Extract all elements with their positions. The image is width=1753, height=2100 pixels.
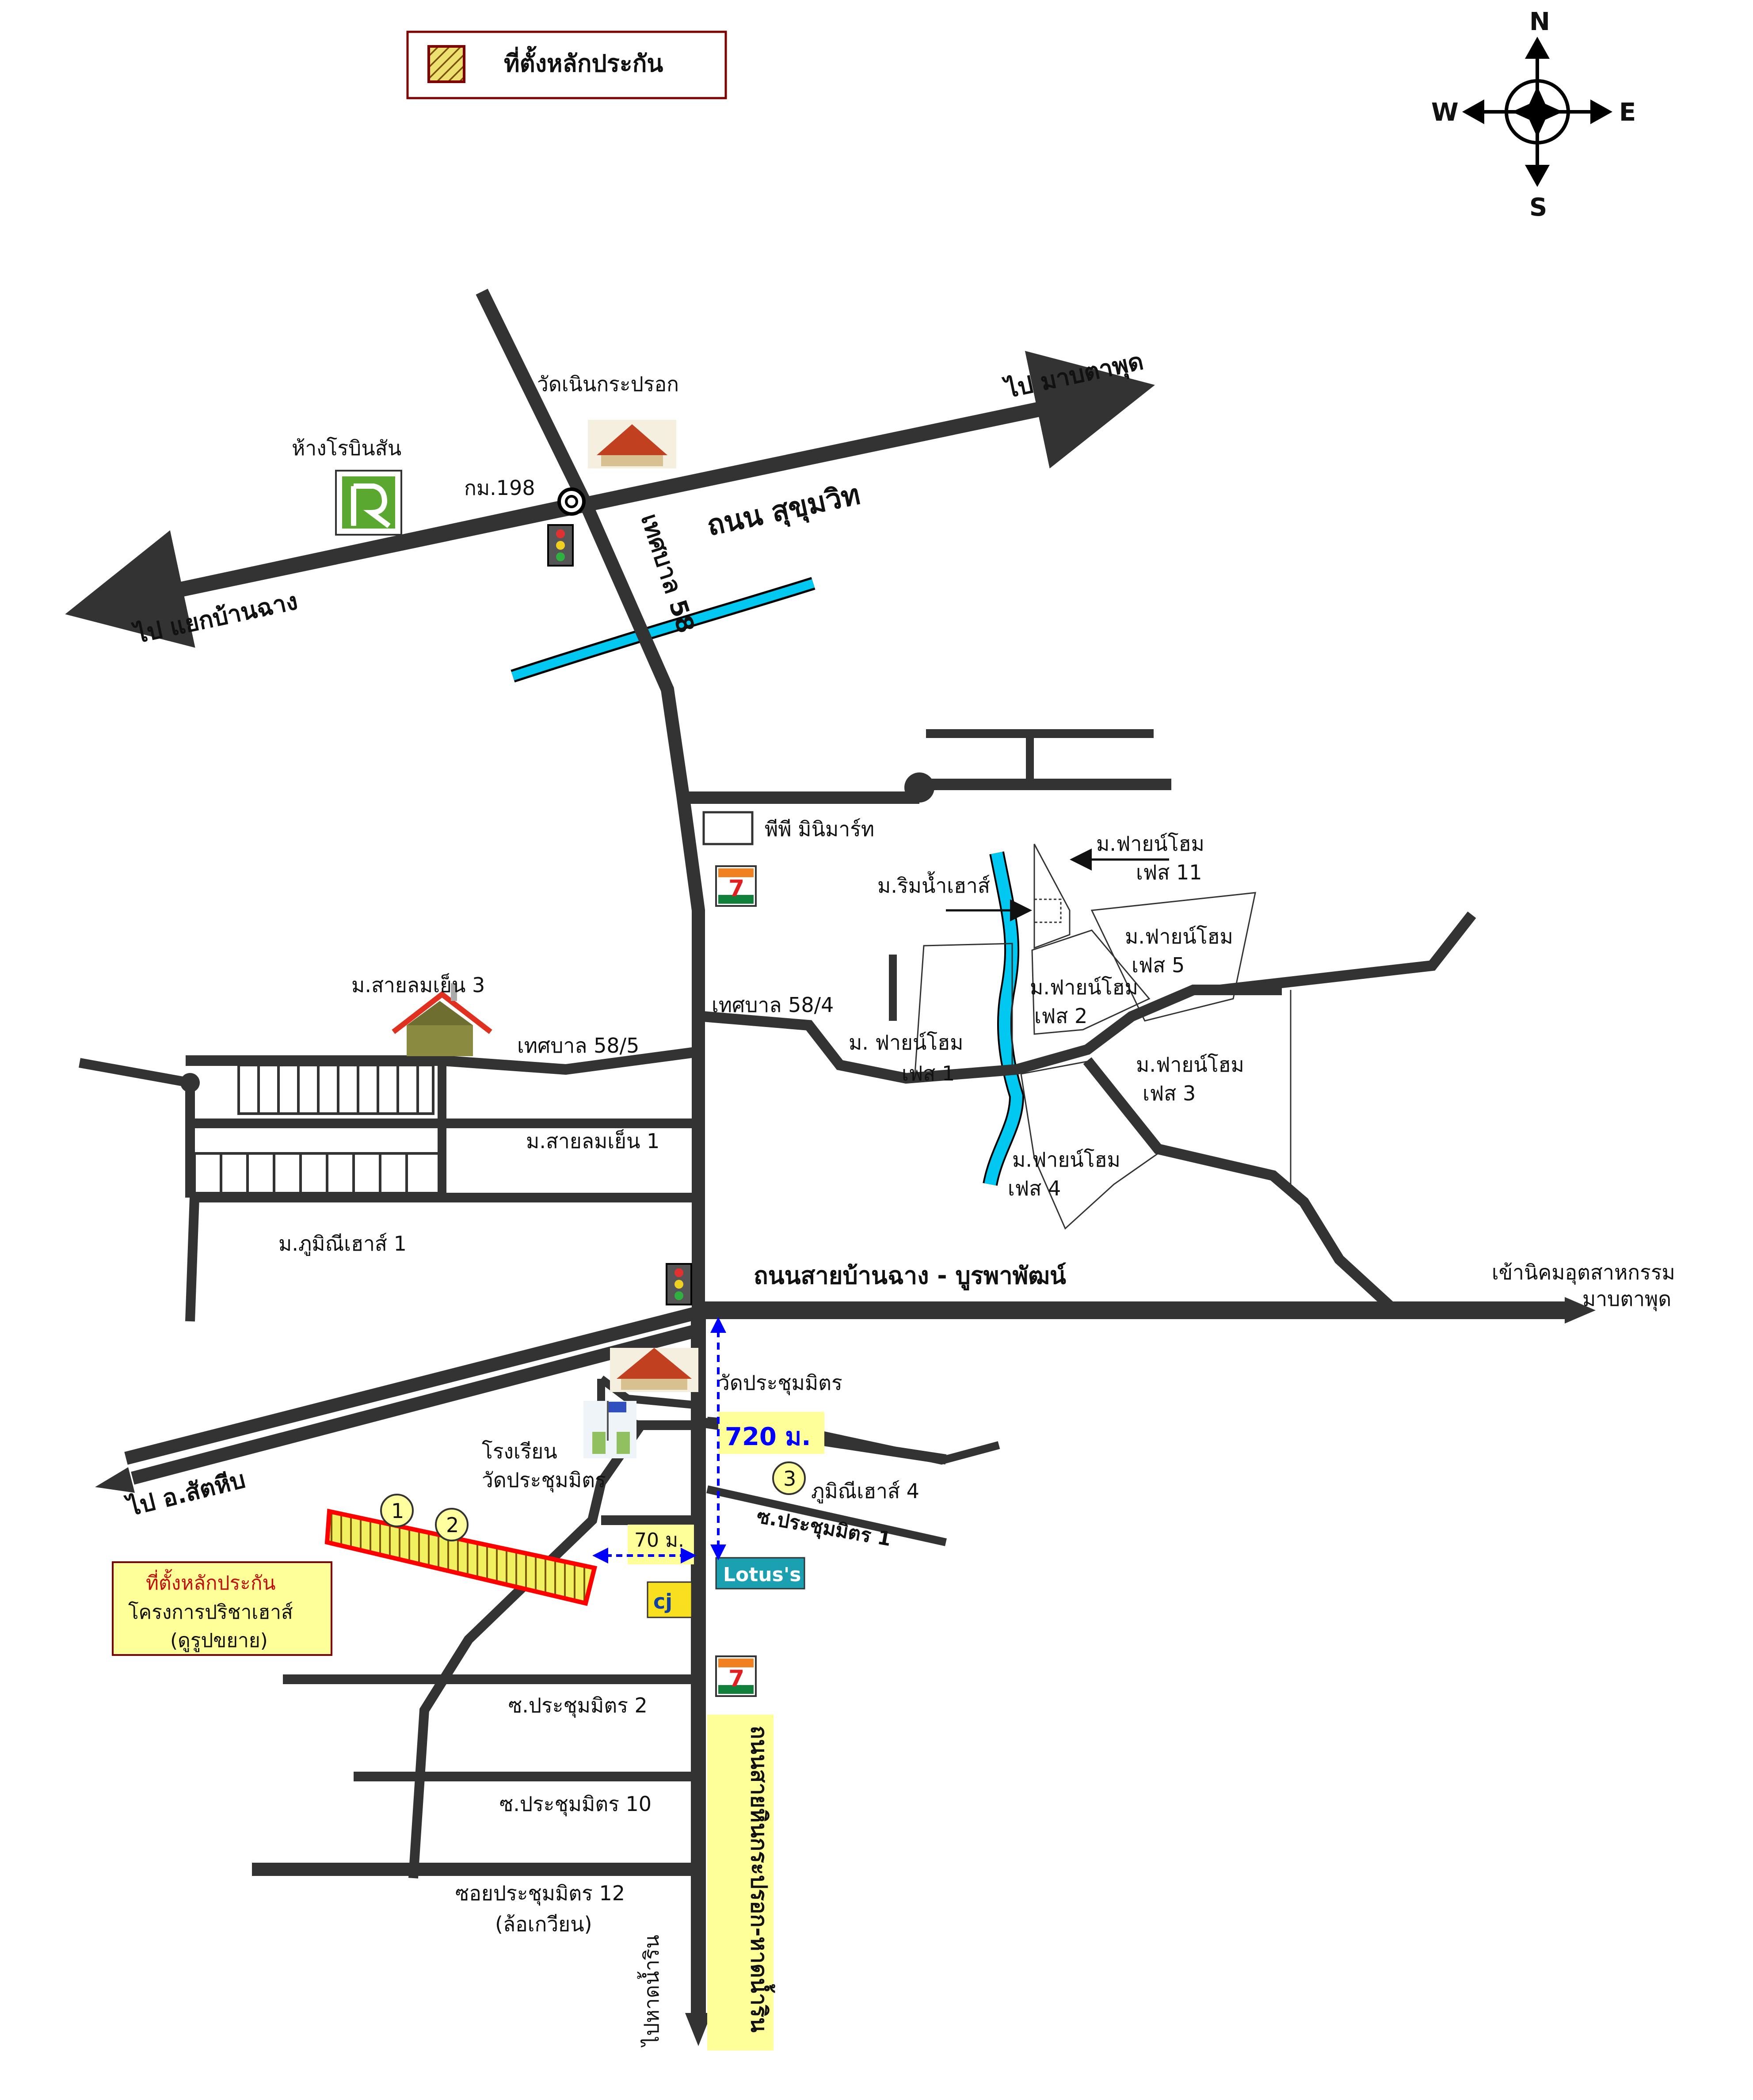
label-to-ban-chang: ไป แยกบ้านฉาง xyxy=(130,587,300,649)
school-icon xyxy=(583,1401,636,1458)
legend-hatch-swatch xyxy=(427,45,465,83)
compass-east: E xyxy=(1619,98,1636,127)
seven-eleven-icon: 7 xyxy=(715,865,757,907)
svg-text:7: 7 xyxy=(728,875,744,902)
label-banchang-burapa: ถนนสายบ้านฉาง - บูรพาพัฒน์ xyxy=(754,1262,1067,1290)
road-to-sattahip xyxy=(124,1306,700,1465)
label-pp-minimart: พีพี มินิมาร์ท xyxy=(765,817,874,841)
robinson-logo-icon xyxy=(335,470,402,536)
label-fine-1: ม. ฟายน์โฮม xyxy=(849,1031,963,1054)
label-fine-2: ม.ฟายน์โฮม xyxy=(1030,975,1138,999)
label-robinson: ห้างโรบินสัน xyxy=(292,436,401,460)
collateral-marker: 1 xyxy=(380,1494,414,1527)
vertical-road-label: ถนนสายหินกระปรอก-หาดน้ำริน xyxy=(746,1726,775,2032)
label-tessaban-58-5: เทศบาล 58/5 xyxy=(517,1034,639,1058)
roundabout-icon xyxy=(557,487,586,516)
traffic-light-icon xyxy=(666,1263,692,1305)
legend-label: ที่ตั้งหลักประกัน xyxy=(504,46,663,77)
label-soi-2: ซ.ประชุมมิตร 2 xyxy=(508,1693,648,1718)
label-fine-5: ม.ฟายน์โฮม xyxy=(1125,924,1233,948)
compass-north: N xyxy=(1529,8,1550,36)
label-fine-11: ม.ฟายน์โฮม xyxy=(1096,832,1204,856)
label-rimnam: ม.ริมน้ำเฮาส์ xyxy=(877,871,990,898)
cj-store-icon: cj xyxy=(647,1581,693,1618)
fine-home-outlines xyxy=(914,844,1292,1230)
traffic-light-icon xyxy=(547,524,574,567)
label-tessaban-58: เทศบาล 58 xyxy=(636,510,700,637)
temple-icon xyxy=(610,1348,698,1392)
label-km198: กม.198 xyxy=(464,476,535,500)
compass-west: W xyxy=(1431,98,1459,127)
label-sukhumvit: ถนน สุขุมวิท xyxy=(704,478,863,543)
svg-text:2: 2 xyxy=(446,1513,459,1537)
collateral-marker: 3 xyxy=(772,1461,806,1495)
road-tessaban-58 xyxy=(476,289,705,1317)
distance-70-label: 70 ม. xyxy=(634,1529,684,1552)
svg-text:ที่ตั้งหลักประกัน: ที่ตั้งหลักประกัน xyxy=(146,1569,276,1594)
label-phummi-4: ภูมิณีเฮาส์ 4 xyxy=(811,1479,919,1503)
label-fine-1-sub: เฟส 1 xyxy=(902,1061,955,1085)
label-fine-2-sub: เฟส 2 xyxy=(1034,1004,1087,1028)
legend: ที่ตั้งหลักประกัน xyxy=(406,30,727,99)
svg-text:Lotus's: Lotus's xyxy=(723,1564,801,1586)
collateral-parcel xyxy=(324,1508,598,1606)
distance-720-label: 720 ม. xyxy=(725,1423,811,1451)
label-fine-11-sub: เฟส 11 xyxy=(1136,860,1202,884)
label-fine-5-sub: เฟส 5 xyxy=(1132,953,1185,977)
label-school-sub: วัดประชุมมิตร xyxy=(482,1468,606,1493)
label-sailom-3: ม.สายลมเย็น 3 xyxy=(351,973,485,997)
label-school: โรงเรียน xyxy=(482,1439,557,1463)
svg-text:โครงการปริชาเฮาส์: โครงการปริชาเฮาส์ xyxy=(128,1601,293,1624)
temple-icon xyxy=(588,420,676,468)
road-tessaban-58-4 xyxy=(702,985,1282,1084)
road-tessaban-58-5 xyxy=(186,1046,699,1075)
house-icon xyxy=(392,983,492,1056)
label-industrial-2: มาบตาพุด xyxy=(1582,1287,1671,1312)
label-soi-10: ซ.ประชุมมิตร 10 xyxy=(499,1792,652,1817)
label-fine-3: ม.ฟายน์โฮม xyxy=(1136,1053,1244,1077)
label-to-hat-namrin: ไปหาดน้ำริน xyxy=(637,1935,663,2048)
compass-south: S xyxy=(1529,193,1547,222)
label-soi-12: ซอยประชุมมิตร 12 xyxy=(455,1881,625,1906)
label-fine-4-sub: เฟส 4 xyxy=(1008,1176,1061,1200)
svg-text:7: 7 xyxy=(728,1666,744,1692)
svg-text:3: 3 xyxy=(783,1467,796,1491)
label-soi-12-sub: (ล้อเกวียน) xyxy=(495,1912,592,1936)
vertical-road-label-bg xyxy=(707,1715,774,2051)
label-tessaban-58-4: เทศบาล 58/4 xyxy=(712,993,834,1017)
label-industrial-1: เข้านิคมอุตสาหกรรม xyxy=(1492,1260,1675,1285)
collateral-callout-box: ที่ตั้งหลักประกัน โครงการปริชาเฮาส์ (ดูร… xyxy=(112,1561,332,1656)
svg-text:(ดูรูปขยาย): (ดูรูปขยาย) xyxy=(170,1629,268,1652)
label-sailom-1: ม.สายลมเย็น 1 xyxy=(526,1129,659,1153)
label-to-maptaphut: ไป มาบตาพุด xyxy=(1001,347,1146,405)
pp-minimart-box xyxy=(702,811,754,845)
svg-text:cj: cj xyxy=(653,1590,672,1613)
label-fine-3-sub: เฟส 3 xyxy=(1143,1081,1196,1105)
distance-720-bg xyxy=(718,1412,824,1454)
label-phummi-1: ม.ภูมิณีเฮาส์ 1 xyxy=(278,1232,407,1256)
compass-rose: N S E W xyxy=(1431,8,1636,222)
collateral-marker: 2 xyxy=(435,1508,469,1541)
lotus-logo: Lotus's xyxy=(715,1557,805,1590)
svg-text:1: 1 xyxy=(391,1499,404,1523)
label-fine-4: ม.ฟายน์โฮม xyxy=(1012,1148,1120,1172)
label-wat-prachum: วัดประชุมมิตร xyxy=(718,1371,842,1396)
seven-eleven-icon: 7 xyxy=(715,1655,757,1697)
label-wat-noen: วัดเนินกระปรอก xyxy=(537,372,679,396)
